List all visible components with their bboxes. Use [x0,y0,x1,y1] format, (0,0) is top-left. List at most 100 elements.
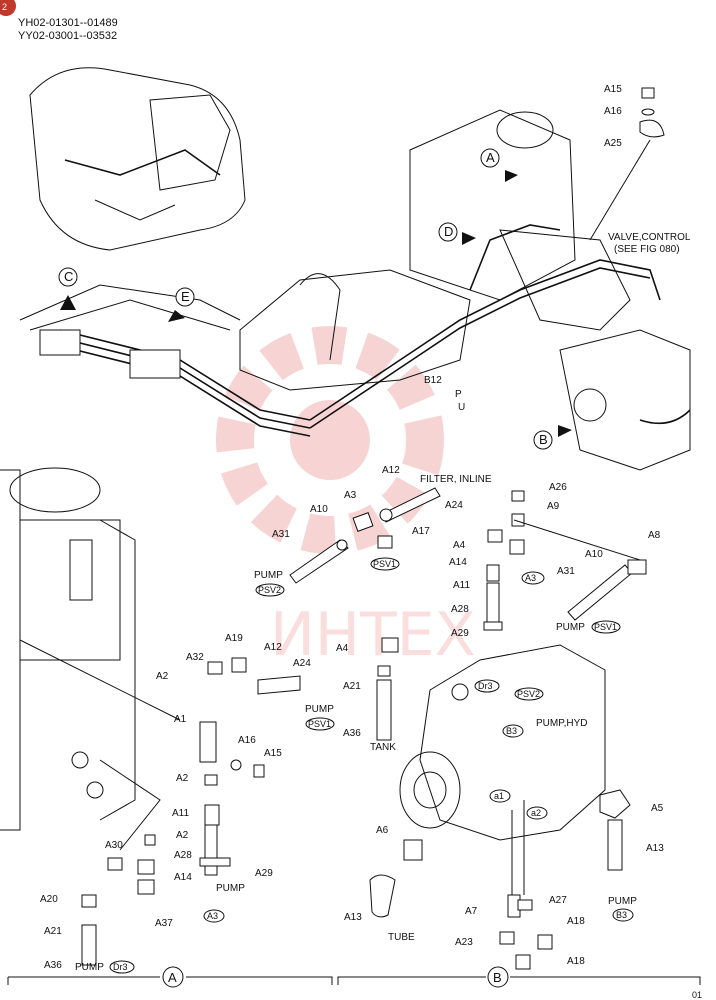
label-A15: A15 [604,84,622,95]
oval-b3-b [502,724,524,738]
page-number: 01 [692,990,702,1000]
section-A-parts [81,657,301,966]
label-A20: A20 [40,894,58,905]
label-A7: A7 [465,906,478,917]
engine-frame-left [0,467,181,851]
label-A26: A26 [549,482,567,493]
label-A10-mid: A10 [310,504,328,515]
oval-a1 [489,789,511,803]
label-pump-dr3: PUMP [75,962,104,973]
label-A11-top: A11 [453,580,470,591]
label-A5: A5 [651,803,664,814]
label-A29-low: A29 [255,868,273,879]
oval-psv2-b-text: PSV2 [517,689,540,699]
label-A29-top: A29 [451,628,469,639]
oval-psv1-mid [370,557,400,571]
oval-a3-right [521,571,545,585]
label-A9: A9 [547,501,560,512]
label-A12-mid: A12 [382,465,400,476]
section-label-A: A [168,970,177,985]
view-A-top: A [486,150,495,165]
oval-dr3-low-text: Dr3 [113,962,128,972]
label-pump-b3: PUMP [608,896,637,907]
view-E: E [181,289,190,304]
label-A31-right: A31 [557,566,575,577]
label-A4-top: A4 [453,540,466,551]
label-A19: A19 [225,633,243,644]
excavator-overview [29,67,246,251]
label-A17: A17 [412,526,430,537]
label-A2-3: A2 [176,830,189,841]
note-pump-1: P [455,389,462,400]
label-A37: A37 [155,918,173,929]
oval-psv2-b [514,687,544,701]
label-A30: A30 [105,840,123,851]
label-A16: A16 [604,106,622,117]
label-pump-a3: PUMP [216,883,245,894]
view-C: C [64,269,73,284]
label-A14-top: A14 [449,557,467,568]
watermark-text: ИНТЕХ [270,600,476,670]
label-A13-left: A13 [344,912,362,923]
oval-psv2-left [255,583,285,597]
label-A28-top: A28 [451,604,469,615]
oval-a2-text: a2 [531,808,541,818]
serial-range-2: YY02-03001--03532 [18,30,117,42]
oval-dr3-b-text: Dr3 [478,681,493,691]
note-valve-1: VALVE,CONTROL [608,232,691,243]
label-A24-low: A24 [293,658,311,669]
oval-a3-low-text: A3 [207,911,218,921]
oval-psv1-mid-text: PSV1 [373,559,396,569]
pump-fittings-right [483,490,641,631]
view-B-top: B [539,432,548,447]
oval-psv1-low-text: PSV1 [308,719,331,729]
note-pump-2: U [458,402,465,413]
label-A2-1: A2 [156,671,169,682]
bolt-assembly-topright [589,87,665,241]
label-pump-psv1-low: PUMP [305,704,334,715]
label-A21-right: A21 [343,681,361,692]
filter-line-group [289,487,441,584]
label-A16-low: A16 [238,735,256,746]
label-A24-mid: A24 [445,500,463,511]
page-badge [0,0,16,16]
chassis-assembly [19,109,691,471]
oval-psv1-right-text: PSV1 [594,622,617,632]
label-B12: B12 [424,375,442,386]
label-A25: A25 [604,138,622,149]
label-A2-2: A2 [176,773,189,784]
view-circles: A D C E B [58,148,553,450]
note-tank: TANK [370,742,396,753]
section-brackets [7,966,701,988]
serial-range-1: YH02-01301--01489 [18,17,118,29]
label-A23: A23 [455,937,473,948]
label-pump-psv1-right: PUMP [556,622,585,633]
label-A4-low: A4 [336,643,349,654]
label-A1: A1 [174,714,187,725]
label-A18-2: A18 [567,956,585,967]
label-A31-mid: A31 [272,529,290,540]
label-A36-right: A36 [343,728,361,739]
label-A21-low: A21 [44,926,62,937]
label-A27: A27 [549,895,567,906]
label-A36-low: A36 [44,960,62,971]
label-A32: A32 [186,652,204,663]
note-filter: FILTER, INLINE [420,474,492,485]
label-A18-1: A18 [567,916,585,927]
pump-psv1-right [567,559,647,621]
label-A15-low: A15 [264,748,282,759]
oval-b3-b-text: B3 [506,726,517,736]
label-A12-low: A12 [264,642,282,653]
oval-a3-low [203,909,225,923]
page-badge-label: 2 [2,2,7,12]
label-pump-psv2: PUMP [254,570,283,581]
oval-psv1-low [305,717,335,731]
label-A14-low: A14 [174,872,192,883]
label-A28-low: A28 [174,850,192,861]
label-A3: A3 [344,490,357,501]
oval-psv1-right [591,620,621,634]
section-label-B: B [493,970,502,985]
oval-b3-low [612,908,634,922]
view-D: D [444,224,453,239]
